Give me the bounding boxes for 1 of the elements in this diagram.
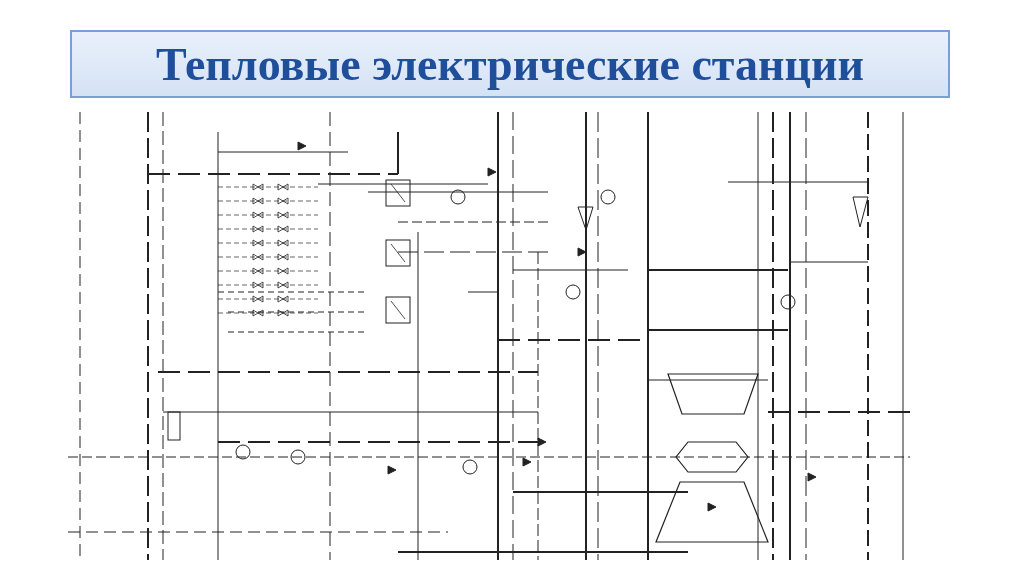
title-banner: Тепловые электрические станции (70, 30, 950, 98)
